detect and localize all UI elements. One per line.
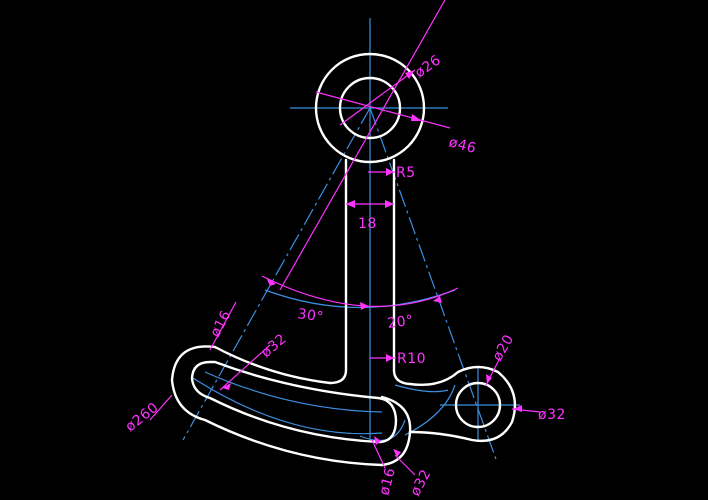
angle-dimension-arc [261, 275, 459, 307]
right-boss-dia-label: ø32 [538, 407, 566, 423]
stem-width-label: 18 [358, 216, 377, 232]
lower-right-arc [404, 384, 456, 436]
left-leg-centerline [182, 107, 371, 441]
top-boss-dimension-line [315, 91, 451, 129]
arrow-icon [385, 200, 394, 208]
slot-end-leader [219, 344, 271, 391]
slot-inner [190, 360, 398, 444]
right-leg-centerline [369, 107, 498, 463]
top-hole-dia-label: ø26 [412, 52, 444, 81]
right-boss-hole [454, 381, 502, 429]
arrow-icon [346, 200, 355, 208]
angle-left-label: 30° [296, 306, 324, 326]
dimension-labels: ø26 ø46 R5 18 30° 20° ø16 ø32 R10 ø20 ø3… [123, 52, 566, 499]
top-hole-dimension-line [339, 69, 416, 126]
arc-dia-leader [149, 394, 173, 421]
right-hole-dia-label: ø20 [490, 332, 518, 364]
arrow-icon [386, 354, 394, 362]
stem-radius-label: R5 [396, 165, 416, 181]
top-boss-hole [338, 76, 402, 140]
top-boss-outer-circle [314, 52, 426, 164]
slot-end-dia-label: ø32 [258, 331, 290, 361]
angle-right-label: 20° [386, 312, 414, 332]
arrow-icon [374, 436, 381, 445]
reference-arc [264, 289, 456, 309]
right-boss-outline [408, 365, 517, 443]
slot-outer-top [170, 345, 384, 467]
part-outline [170, 52, 517, 467]
arrow-icon [266, 277, 276, 286]
fillet-radius-label: R10 [397, 351, 426, 367]
arrow-icon [433, 296, 442, 303]
slot-width-leader [209, 301, 237, 351]
arrow-icon [360, 302, 369, 310]
bottom-slot-leader [371, 439, 386, 469]
arrow-icon [222, 383, 231, 390]
bottom-arc-small [359, 419, 406, 441]
top-boss-dia-label: ø46 [447, 134, 478, 157]
top-hole-leader [279, 0, 446, 291]
right-connector-arc [394, 384, 449, 393]
bottom-end-leader [394, 454, 416, 476]
arrow-icon [486, 374, 492, 384]
arrow-icon [393, 449, 401, 457]
slot-arc-centerline [204, 371, 383, 413]
slot-arc-lower-line [192, 377, 383, 435]
arrow-icon [386, 168, 394, 176]
arrow-icon [513, 405, 522, 412]
stem-right-edge [392, 158, 412, 386]
dimension-lines [149, 0, 541, 476]
stem-left-edge [328, 158, 348, 385]
arrow-icon [405, 70, 415, 79]
bottom-slot-width-label: ø16 [376, 466, 399, 497]
arrow-icon [411, 114, 422, 121]
arc-dia-label: ø260 [123, 400, 162, 436]
